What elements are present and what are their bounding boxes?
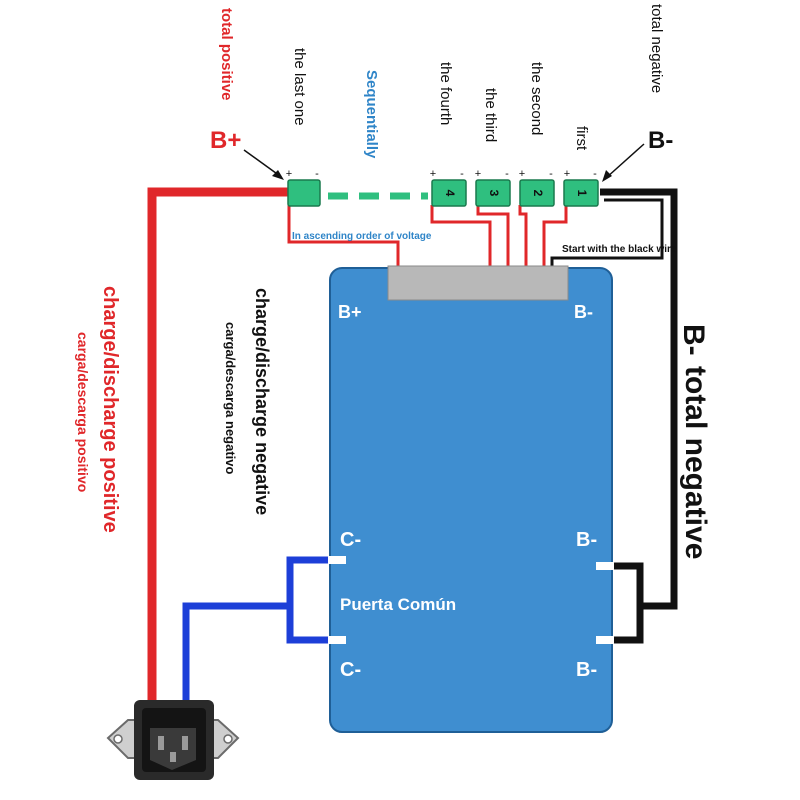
total-positive-symbol: B+ bbox=[210, 127, 241, 154]
total-positive-arrow bbox=[243, 149, 281, 177]
cell-name-last: the last one bbox=[291, 48, 308, 126]
charge-positive-label: charge/discharge positive bbox=[99, 286, 121, 533]
cell-1-mark: 1 bbox=[575, 190, 589, 197]
total-negative-arrowhead-icon bbox=[602, 170, 612, 182]
wires bbox=[147, 187, 678, 712]
ascending-order-note: In ascending order of voltage bbox=[292, 231, 432, 242]
cell-1-minus: - bbox=[593, 168, 597, 180]
cell-1-plus: + bbox=[564, 168, 570, 180]
common-port-label: Puerta Común bbox=[340, 595, 456, 614]
red-balance-wire-4 bbox=[430, 205, 492, 266]
balance-connector bbox=[387, 265, 569, 301]
cell-last-plus: + bbox=[286, 168, 292, 180]
cell-2-mark: 2 bbox=[531, 190, 545, 197]
bms-board: B+ B- C- C- B- B- Puerta Común bbox=[328, 265, 614, 733]
cell-name-first: first bbox=[573, 126, 590, 151]
total-negative-side-symbol: B- bbox=[677, 324, 710, 356]
black-balance-wire bbox=[550, 198, 664, 266]
cell-name-second: the second bbox=[528, 62, 545, 135]
total-negative-symbol: B- bbox=[648, 127, 673, 154]
red-balance-wire-3 bbox=[476, 205, 510, 266]
board-b-minus-top: B- bbox=[574, 302, 593, 322]
total-negative-label: total negative bbox=[648, 4, 665, 93]
red-balance-wire-2 bbox=[518, 205, 528, 266]
blue-negative-bracket bbox=[286, 556, 346, 644]
red-balance-wire-1 bbox=[542, 205, 568, 266]
cell-4-minus: - bbox=[460, 168, 464, 180]
top-terminal-labels: total positive B+ total negative B- In a… bbox=[210, 4, 677, 255]
cell-2-minus: - bbox=[549, 168, 553, 180]
cell-4-plus: + bbox=[430, 168, 436, 180]
cell-name-fourth: the fourth bbox=[437, 62, 454, 125]
cell-3: 3 bbox=[475, 179, 511, 207]
pad-c-minus-bottom bbox=[328, 636, 346, 644]
board-body bbox=[329, 267, 613, 733]
board-b-minus-bottom: B- bbox=[576, 659, 597, 681]
cell-3-minus: - bbox=[505, 168, 509, 180]
cell-names: the last one the fourth the third the se… bbox=[291, 48, 590, 159]
pad-c-minus-top bbox=[328, 556, 346, 564]
total-positive-arrowhead-icon bbox=[272, 170, 284, 180]
pad-b-minus-bottom bbox=[596, 636, 614, 644]
total-positive-label: total positive bbox=[218, 8, 235, 101]
board-b-minus-mid: B- bbox=[576, 529, 597, 551]
total-negative-arrow bbox=[605, 143, 645, 179]
blue-negative-wire bbox=[182, 602, 290, 712]
sequentially-label: Sequentially bbox=[363, 70, 380, 159]
cell-row: 4 3 2 1 + - + - + - + - + - bbox=[286, 168, 599, 207]
cell-1: 1 bbox=[563, 179, 599, 207]
board-c-minus-top: C- bbox=[340, 529, 361, 551]
charge-negative-label: charge/discharge negative bbox=[252, 288, 272, 515]
red-positive-wire bbox=[147, 187, 288, 712]
cell-last-minus: - bbox=[315, 168, 319, 180]
board-c-minus-bottom: C- bbox=[340, 659, 361, 681]
board-b-plus: B+ bbox=[338, 302, 362, 322]
power-inlet-socket-icon bbox=[106, 700, 240, 780]
cell-name-third: the third bbox=[482, 88, 499, 142]
total-negative-side-label: total negative bbox=[679, 366, 712, 559]
charge-negative-label-es: carga/descarga negativo bbox=[223, 322, 238, 475]
cell-3-plus: + bbox=[475, 168, 481, 180]
cell-4-mark: 4 bbox=[443, 190, 457, 197]
cell-2: 2 bbox=[519, 179, 555, 207]
charge-positive-label-es: carga/descarga positivo bbox=[75, 332, 91, 492]
side-labels: charge/discharge positive carga/descarga… bbox=[75, 286, 712, 559]
black-negative-wire bbox=[600, 188, 678, 610]
black-wire-note: Start with the black wire bbox=[562, 244, 677, 255]
cell-4: 4 bbox=[431, 179, 467, 207]
black-negative-bracket bbox=[600, 562, 644, 644]
cell-last bbox=[287, 179, 321, 207]
pad-b-minus-mid bbox=[596, 562, 614, 570]
cell-3-mark: 3 bbox=[487, 190, 501, 197]
cell-2-plus: + bbox=[519, 168, 525, 180]
red-balance-wire-last bbox=[287, 205, 400, 266]
